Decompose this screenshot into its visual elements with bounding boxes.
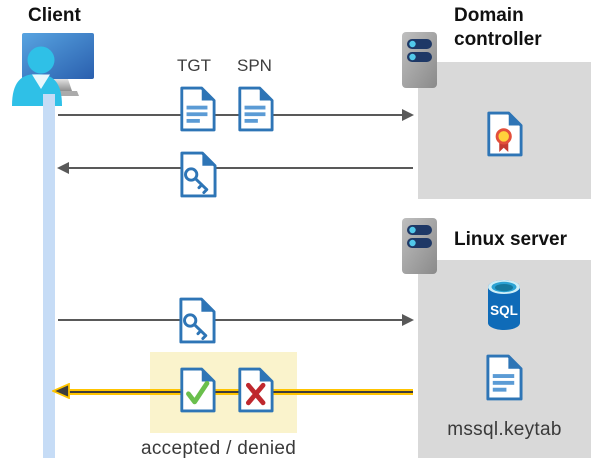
client-timeline-bar [43, 94, 55, 458]
result-label: accepted / denied [141, 438, 297, 459]
spn-document-icon [238, 86, 274, 132]
right-arrowhead-icon [402, 109, 414, 121]
denied-document-icon [238, 367, 274, 413]
tgt-label: TGT [177, 56, 211, 75]
server-tower-icon [402, 32, 437, 88]
right-arrowhead-icon [402, 314, 414, 326]
person-at-monitor-icon [12, 33, 94, 106]
sql-database-icon: SQL [488, 280, 520, 330]
key-document-icon [179, 297, 216, 344]
accepted-document-icon [180, 367, 216, 413]
keytab-label: mssql.keytab [447, 419, 562, 440]
keytab-document-icon [486, 354, 523, 401]
request-arrow-line [58, 114, 402, 116]
key-document-icon [180, 151, 217, 198]
ticket-arrow-line [58, 319, 402, 321]
linux-server-label: Linux server [454, 229, 567, 250]
certificate-document-icon [487, 111, 523, 157]
server-tower-icon [402, 218, 437, 274]
sql-text: SQL [490, 303, 518, 318]
domain-controller-label: Domain controller [454, 5, 542, 50]
tgt-document-icon [180, 86, 216, 132]
client-label: Client [28, 5, 81, 26]
spn-label: SPN [237, 56, 272, 75]
gold-left-arrowhead-icon [52, 383, 70, 399]
left-arrowhead-icon [57, 162, 69, 174]
response-arrow-line [69, 167, 413, 169]
